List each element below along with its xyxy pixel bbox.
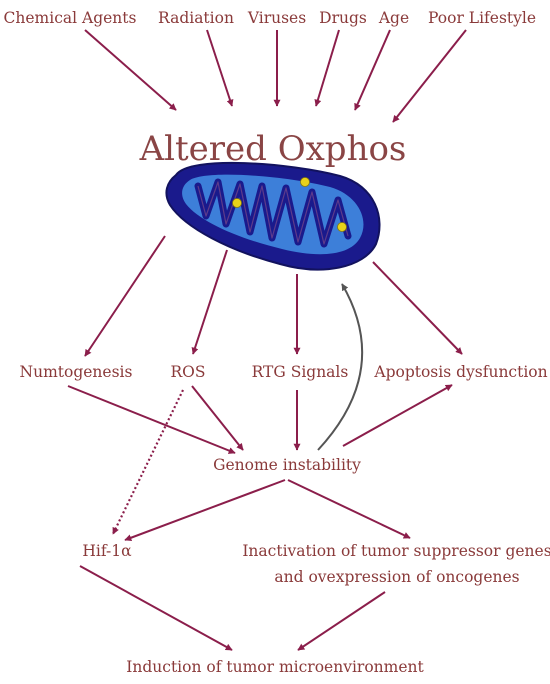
effect-ros: ROS [171, 363, 206, 381]
outcome-hif1a: Hif-1α [82, 542, 132, 560]
arrow-age-to-oxphos [354, 29, 391, 111]
arrow-genome-to-inactivation [287, 479, 411, 539]
granule-1 [232, 198, 242, 208]
cause-chemical-agents: Chemical Agents [4, 9, 137, 27]
cause-radiation: Radiation [158, 9, 234, 27]
outcome-genome-instability: Genome instability [213, 456, 361, 474]
arrow-genome-to-apoptosis [342, 384, 453, 447]
cause-drugs: Drugs [319, 9, 367, 27]
granule-2 [300, 177, 310, 187]
arrow-drugs-to-oxphos [314, 29, 340, 107]
arrow-oxphos-to-numtogenesis [84, 235, 166, 357]
arrow-lifestyle-to-oxphos [392, 29, 467, 123]
outcome-inactivation-line2: and ovexpression of oncogenes [274, 568, 519, 586]
arrow-genome-to-hif1a [124, 479, 286, 542]
arrow-genome-feedback-to-oxphos [317, 283, 364, 451]
arrow-ros-to-hif1a-dotted [112, 389, 184, 535]
arrow-oxphos-to-ros [191, 249, 228, 355]
granule-3 [337, 222, 347, 232]
effect-rtg-signals: RTG Signals [252, 363, 349, 381]
arrow-oxphos-to-apoptosis [372, 261, 463, 355]
cause-viruses: Viruses [247, 9, 306, 27]
arrow-hif1a-to-tumor [79, 565, 233, 651]
arrow-chemical-to-oxphos [84, 29, 177, 111]
cause-age: Age [378, 9, 409, 27]
cause-poor-lifestyle: Poor Lifestyle [428, 9, 536, 27]
arrow-ros-to-genome [191, 385, 244, 451]
arrow-inactivation-to-tumor [297, 591, 386, 651]
arrow-radiation-to-oxphos [206, 29, 234, 107]
center-title: Altered Oxphos [139, 129, 407, 169]
effect-numtogenesis: Numtogenesis [20, 363, 133, 381]
outcome-tumor-microenvironment: Induction of tumor microenvironment [126, 658, 424, 676]
arrow-numtogenesis-to-genome [67, 385, 236, 454]
outcome-inactivation-line1: Inactivation of tumor suppressor genes [242, 542, 550, 560]
mitochondrion-illustration [165, 161, 381, 271]
effect-apoptosis-dysfunction: Apoptosis dysfunction [373, 363, 547, 381]
